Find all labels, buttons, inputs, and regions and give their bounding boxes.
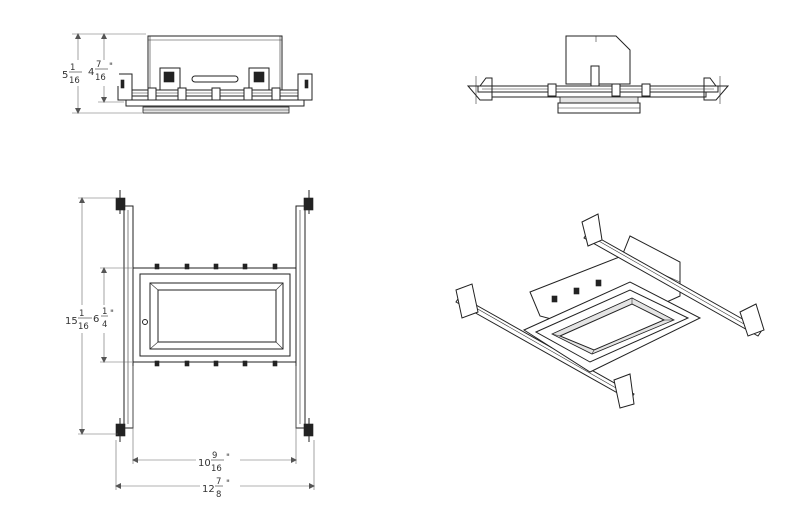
width-total-label: 12 7 8 " (202, 477, 230, 500)
width-housing-unit: " (226, 453, 230, 463)
width-total-numerator: 7 (216, 477, 221, 487)
height-housing-whole: 4 (88, 67, 94, 78)
height-housing-numerator: 7 (96, 60, 101, 70)
length-total-label: 15 1 16 (65, 309, 92, 332)
width-housing-whole: 10 (198, 458, 211, 469)
height-total-whole: 5 (62, 70, 68, 81)
width-total-unit: " (226, 479, 230, 489)
height-total-label: 5 1 16 (62, 63, 82, 86)
length-total-denominator: 16 (78, 322, 89, 332)
height-housing-denominator: 16 (95, 73, 106, 83)
length-trim-label: 6 1 4 " (93, 307, 114, 330)
length-trim-whole: 6 (93, 314, 99, 325)
height-housing-unit: " (109, 62, 113, 72)
width-total-denominator: 8 (216, 490, 221, 500)
length-total-whole: 15 (65, 316, 78, 327)
side-elevation-view (466, 35, 730, 114)
nail-tabs (115, 190, 314, 442)
width-total-whole: 12 (202, 484, 215, 495)
width-housing-label: 10 9 16 " (198, 451, 230, 474)
height-total-numerator: 1 (70, 63, 75, 73)
front-elevation-view (117, 35, 313, 114)
height-total-denominator: 16 (69, 76, 80, 86)
length-trim-unit: " (110, 309, 114, 319)
plan-view (115, 190, 314, 442)
height-housing-label: 4 7 16 " (88, 60, 113, 83)
length-total-numerator: 1 (79, 309, 84, 319)
isometric-view (455, 213, 765, 409)
width-housing-denominator: 16 (211, 464, 222, 474)
width-housing-numerator: 9 (212, 451, 217, 461)
length-trim-denominator: 4 (102, 320, 107, 330)
length-trim-numerator: 1 (102, 307, 107, 317)
front-elevation-dimensions (61, 33, 146, 114)
